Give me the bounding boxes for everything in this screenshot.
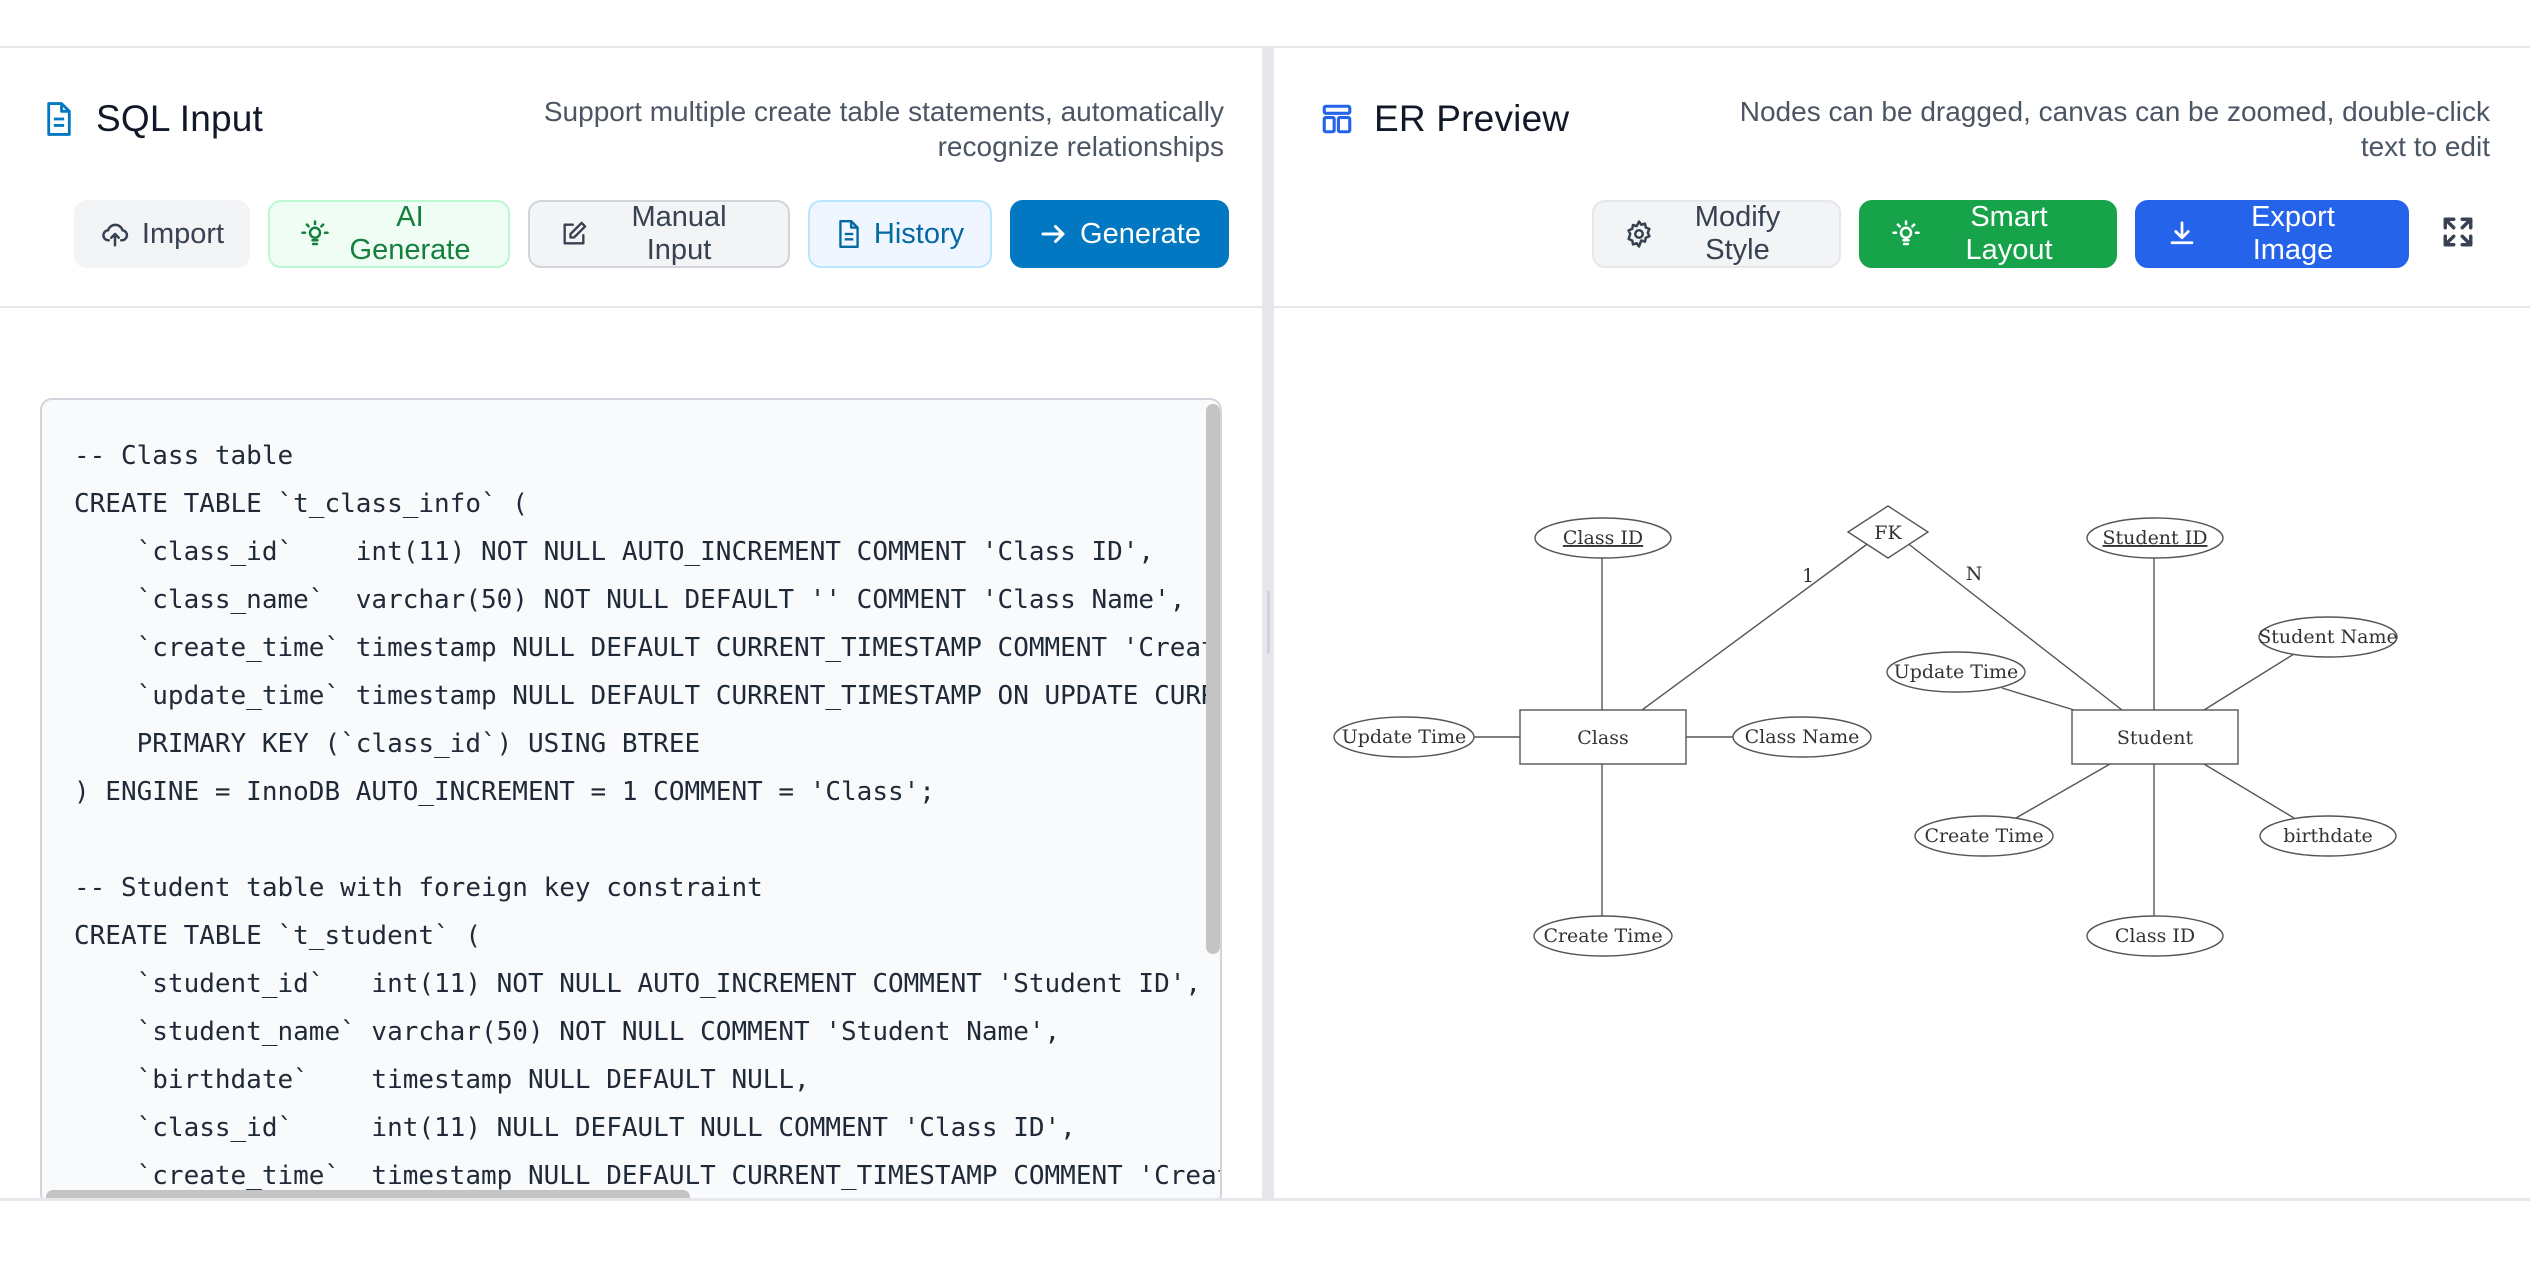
modify-style-button[interactable]: Modify Style <box>1592 200 1841 268</box>
entity-class[interactable]: Class <box>1519 709 1687 765</box>
er-toolbar: Modify Style Smart Layout Export Image <box>1592 200 2409 268</box>
ai-generate-label: AI Generate <box>349 201 471 266</box>
page-title: SQL Input <box>96 98 264 139</box>
history-label: History <box>873 217 965 250</box>
attribute-student-create-time[interactable]: Create Time <box>1914 815 2054 857</box>
sql-input-header: SQL Input Support multiple create table … <box>0 48 1262 308</box>
entity-student-label: Student <box>2117 727 2194 749</box>
cloud-upload-icon <box>102 223 129 247</box>
fullscreen-button[interactable] <box>2440 214 2476 250</box>
ai-generate-button[interactable]: AI Generate <box>268 200 510 268</box>
arrow-right-icon <box>1041 225 1065 243</box>
document-icon <box>839 219 859 249</box>
sql-input-hint: Support multiple create table statements… <box>543 96 1224 162</box>
attribute-student-id-label: Student ID <box>2103 527 2208 549</box>
attribute-student-id[interactable]: Student ID <box>2086 517 2224 559</box>
vertical-scrollbar[interactable] <box>1206 404 1220 954</box>
attribute-student-birthdate[interactable]: birthdate <box>2259 815 2397 857</box>
attribute-student-name[interactable]: Student Name <box>2258 616 2398 658</box>
er-diagram-canvas[interactable]: FK 1 N Class Class ID Update Time Class … <box>1274 310 2530 1198</box>
er-preview-header: ER Preview Nodes can be dragged, canvas … <box>1274 48 2530 308</box>
download-icon <box>2170 221 2194 245</box>
sql-code[interactable]: -- Class table CREATE TABLE `t_class_inf… <box>74 441 1222 1191</box>
relationship-fk[interactable]: FK <box>1846 505 1930 559</box>
smart-layout-button[interactable]: Smart Layout <box>1859 200 2117 268</box>
resize-handle[interactable] <box>1267 590 1270 654</box>
export-image-button[interactable]: Export Image <box>2135 200 2409 268</box>
sql-input-title-row: SQL Input <box>40 98 263 140</box>
attribute-student-birthdate-label: birthdate <box>2283 825 2373 847</box>
attribute-class-id-label: Class ID <box>1563 527 1643 549</box>
attribute-class-create-time-label: Create Time <box>1543 925 1662 947</box>
generate-label: Generate <box>1080 217 1201 250</box>
sql-editor[interactable]: -- Class table CREATE TABLE `t_class_inf… <box>40 398 1222 1206</box>
top-bar <box>0 0 2530 48</box>
export-image-label: Export Image <box>2251 201 2335 266</box>
generate-button[interactable]: Generate <box>1010 200 1229 268</box>
layout-icon <box>1318 100 1356 138</box>
entity-student[interactable]: Student <box>2071 709 2239 765</box>
attribute-student-name-label: Student Name <box>2258 626 2397 648</box>
er-preview-hint: Nodes can be dragged, canvas can be zoom… <box>1739 96 2490 162</box>
attribute-class-name[interactable]: Class Name <box>1732 716 1872 758</box>
edit-icon <box>563 221 587 245</box>
bottom-bar <box>0 1198 2530 1278</box>
attribute-student-create-time-label: Create Time <box>1924 825 2043 847</box>
attribute-class-name-label: Class Name <box>1745 726 1860 748</box>
history-button[interactable]: History <box>808 200 992 268</box>
import-button[interactable]: Import <box>74 200 250 268</box>
attribute-student-update-time-label: Update Time <box>1894 661 2019 683</box>
entity-class-label: Class <box>1577 727 1628 749</box>
connector-student-create-time <box>2015 763 2111 819</box>
sql-toolbar: Import AI Generate Manual Input History <box>74 200 1229 268</box>
cardinality-class: 1 <box>1802 565 1814 587</box>
lightbulb-icon <box>301 220 329 246</box>
cardinality-student: N <box>1966 563 1983 585</box>
attribute-class-id[interactable]: Class ID <box>1534 517 1672 559</box>
attribute-class-update-time-label: Update Time <box>1342 726 1467 748</box>
attribute-class-update-time[interactable]: Update Time <box>1333 716 1475 758</box>
sql-input-panel: SQL Input Support multiple create table … <box>0 48 1262 1206</box>
connector-student-student-name <box>2203 653 2295 711</box>
lightbulb-icon <box>1892 220 1920 246</box>
connector-class-fk <box>1641 541 1871 711</box>
modify-style-label: Modify Style <box>1694 201 1781 266</box>
attribute-class-create-time[interactable]: Create Time <box>1533 915 1673 957</box>
connector-student-birthdate <box>2203 763 2295 819</box>
er-preview-title: ER Preview <box>1374 98 1570 139</box>
gear-icon <box>1627 220 1651 248</box>
import-label: Import <box>141 217 225 250</box>
relationship-label: FK <box>1874 522 1902 544</box>
connector-student-update-time <box>2001 687 2075 711</box>
attribute-student-update-time[interactable]: Update Time <box>1886 651 2026 693</box>
document-icon <box>40 100 78 138</box>
er-connectors <box>1474 538 2295 916</box>
er-preview-title-row: ER Preview <box>1318 98 1569 140</box>
expand-icon <box>2443 217 2473 247</box>
manual-input-label: Manual Input <box>631 201 727 266</box>
smart-layout-label: Smart Layout <box>1965 201 2053 266</box>
connector-fk-student <box>1905 541 2123 711</box>
manual-input-button[interactable]: Manual Input <box>528 200 790 268</box>
attribute-student-class-id[interactable]: Class ID <box>2086 915 2224 957</box>
attribute-student-class-id-label: Class ID <box>2115 925 2195 947</box>
